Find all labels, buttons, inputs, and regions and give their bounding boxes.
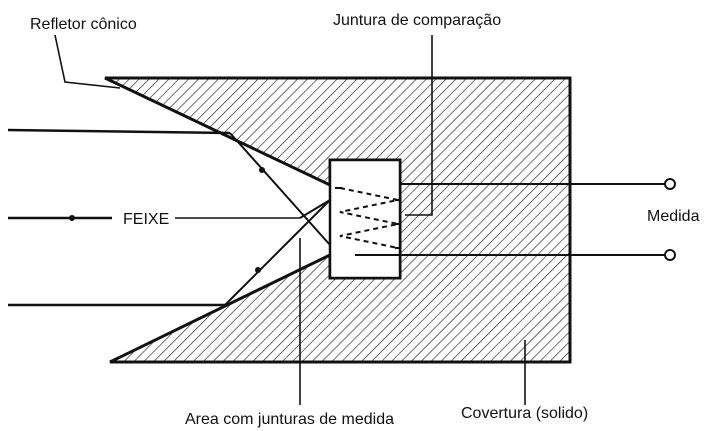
label-conical-reflector: Refletor cônico — [30, 16, 137, 33]
terminal-top — [664, 178, 676, 190]
beam-top — [7, 128, 331, 246]
leader-comparison-junction — [405, 35, 433, 216]
measuring-junctions — [335, 187, 400, 249]
label-measuring-junctions-area: Area com junturas de medida — [185, 411, 394, 428]
junction-cavity — [328, 158, 402, 280]
label-beam: FEIXE — [123, 211, 169, 228]
beam-middle — [8, 199, 331, 221]
terminal-bottom — [664, 249, 676, 261]
label-cover: Covertura (solido) — [461, 405, 588, 422]
label-measurement: Medida — [647, 208, 700, 225]
beam-bottom — [8, 199, 331, 307]
leader-conical-reflector — [54, 34, 121, 89]
label-comparison-junction: Juntura de comparação — [333, 12, 501, 29]
